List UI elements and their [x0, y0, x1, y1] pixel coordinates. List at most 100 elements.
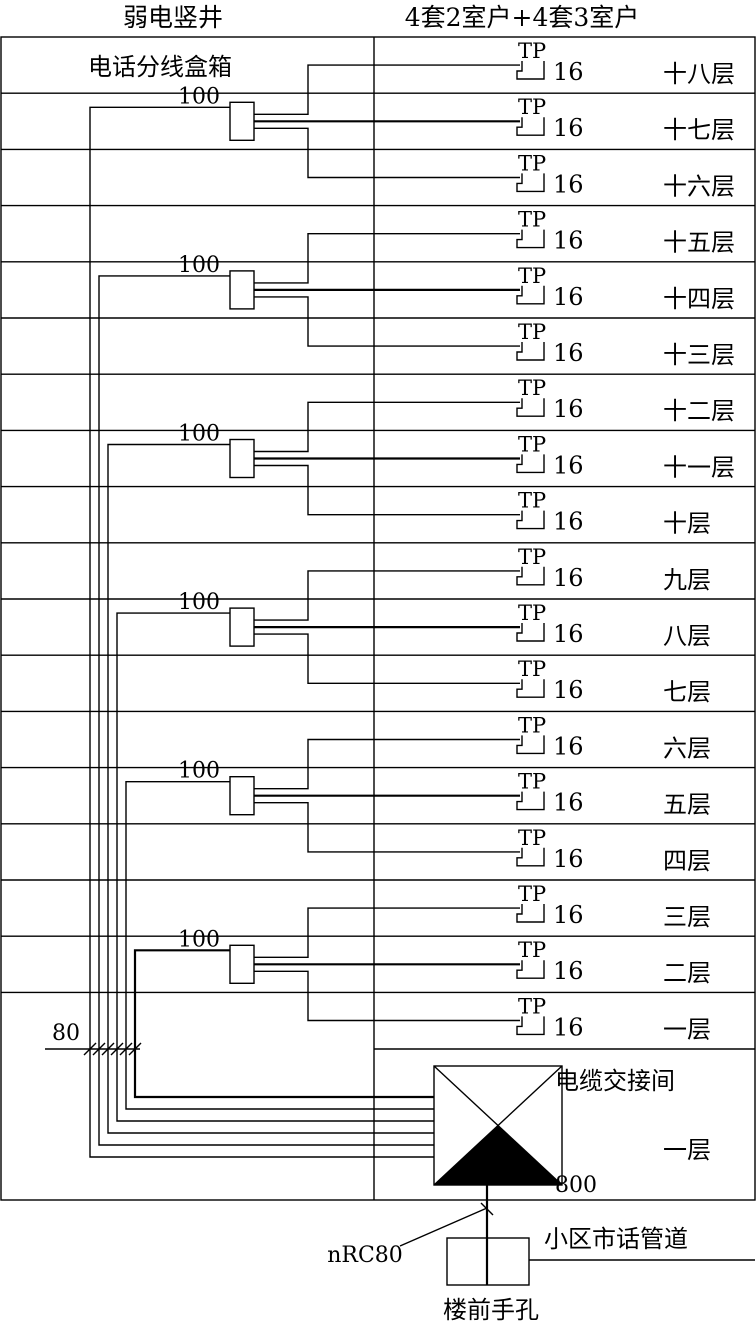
outlet-count: 16 — [553, 451, 584, 479]
outlet-label: TP — [518, 826, 546, 850]
box-capacity: 100 — [178, 84, 220, 109]
outlet-symbol — [516, 623, 545, 642]
box-capacity: 100 — [178, 590, 220, 615]
outlet-symbol — [516, 904, 545, 923]
floor-name: 七层 — [663, 678, 711, 706]
outlet-count: 16 — [553, 732, 584, 760]
branch-lower — [254, 127, 374, 179]
outlet-count: 16 — [553, 227, 584, 255]
branch-lower — [254, 970, 374, 1022]
box-capacity: 100 — [178, 927, 220, 952]
outlet-label: TP — [518, 938, 546, 962]
outlet-count: 16 — [553, 564, 584, 592]
handhole-label: 楼前手孔 — [443, 1296, 539, 1324]
district-pipe-label: 小区市话管道 — [544, 1225, 688, 1253]
handhole — [446, 1237, 530, 1286]
outlet-count: 16 — [553, 508, 584, 536]
outlet-label: TP — [518, 545, 546, 569]
branch-upper — [254, 233, 374, 284]
trunk-cables — [89, 106, 434, 1158]
outlet-symbol — [516, 566, 545, 586]
floor-row: TP 16 十七层 — [516, 95, 735, 144]
conduit-tick — [480, 1202, 494, 1216]
box-capacity: 100 — [178, 253, 220, 278]
outlet-label: TP — [518, 713, 546, 737]
trunk-cable — [133, 949, 434, 1099]
floor-name: 九层 — [663, 566, 711, 594]
outlet-label: TP — [518, 151, 546, 175]
outlet-count: 16 — [553, 789, 584, 817]
cross-connect-cabinet — [433, 1065, 563, 1186]
branch-upper — [254, 907, 374, 958]
floor-name: 十四层 — [663, 285, 735, 313]
floor-row: TP 16 十层 — [516, 489, 711, 538]
outlet-label: TP — [518, 320, 546, 344]
outlet-count: 16 — [553, 283, 584, 311]
outlet-label: TP — [518, 95, 546, 119]
floor-name: 六层 — [663, 734, 711, 762]
floor-name: 十二层 — [663, 397, 735, 425]
outlet-symbol — [516, 117, 545, 136]
outlet-symbol — [516, 61, 545, 80]
outlet-count: 16 — [553, 114, 584, 142]
floor-name: 八层 — [663, 622, 711, 650]
outlet-label: TP — [518, 208, 546, 232]
trunk-tick — [128, 1042, 142, 1056]
box-label: 电话分线盒箱 — [88, 53, 232, 81]
distribution-box: 100 — [178, 738, 520, 853]
outlet-symbol — [516, 454, 545, 474]
trunk-cable — [107, 443, 434, 1134]
outlet-count: 16 — [553, 845, 584, 873]
trunk-tick — [101, 1042, 115, 1056]
distribution-boxes: 100 100 100 100 100 100 — [178, 64, 520, 1022]
branch-lower — [254, 464, 374, 516]
outlet-count: 16 — [553, 395, 584, 423]
distribution-box: 100 — [178, 401, 520, 516]
trunk-cable — [116, 612, 434, 1122]
outlet-symbol — [516, 679, 545, 698]
floor-name: 十六层 — [663, 172, 735, 200]
outlet-symbol — [516, 791, 545, 811]
floor-name: 三层 — [663, 903, 711, 931]
floor-row: TP 16 三层 — [516, 882, 711, 931]
branch-upper — [254, 570, 374, 621]
outlet-count: 16 — [553, 339, 584, 367]
outlet-label: TP — [518, 601, 546, 625]
floor-row: TP 16 十四层 — [516, 264, 735, 313]
units-title: 4套2室户+4套3室户 — [405, 3, 640, 32]
outlet-count: 16 — [553, 957, 584, 985]
trunk-cable — [89, 106, 434, 1158]
floor-name: 一层 — [663, 1015, 711, 1043]
outlet-count: 16 — [553, 901, 584, 929]
outlet-label: TP — [518, 39, 546, 63]
trunk-tick — [119, 1042, 133, 1056]
outlet-label: TP — [518, 994, 546, 1018]
outlet-symbol — [516, 398, 545, 417]
cabinet-capacity: 800 — [555, 1173, 597, 1198]
branch-lower — [254, 633, 374, 684]
outlet-label: TP — [518, 657, 546, 681]
outlet-label: TP — [518, 489, 546, 513]
floor-name: 十七层 — [663, 116, 735, 144]
outlet-count: 16 — [553, 676, 584, 704]
outlet-label: TP — [518, 376, 546, 400]
branch-lower — [254, 802, 374, 853]
outlet-label: TP — [518, 264, 546, 288]
outlet-symbol — [516, 735, 545, 755]
floor-row: TP 16 六层 — [516, 713, 711, 762]
outlet-label: TP — [518, 882, 546, 906]
distribution-box: 100 — [178, 64, 520, 179]
branch-upper — [254, 738, 374, 790]
branch-upper — [254, 401, 374, 453]
floor-row: TP 16 十二层 — [516, 376, 735, 425]
outlet-count: 16 — [553, 620, 584, 648]
floor-name: 十八层 — [663, 60, 735, 88]
outlet-symbol — [516, 229, 545, 249]
floor-name: 十层 — [663, 510, 711, 538]
trunk-tick — [110, 1042, 124, 1056]
